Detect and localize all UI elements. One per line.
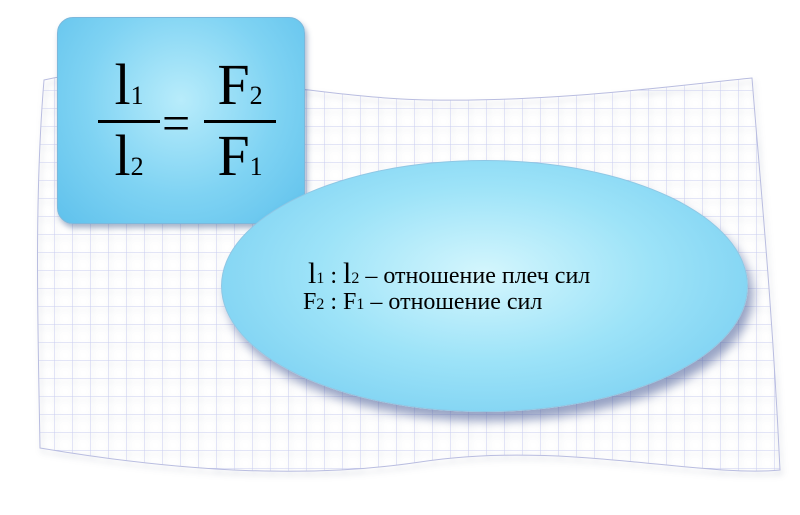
ratio-separator: : <box>324 263 344 289</box>
fraction-bar <box>98 120 160 123</box>
subscript: 2 <box>316 296 325 313</box>
legend-line-lever-arms: l1 : l2 – отношение плеч сил <box>308 259 590 289</box>
legend-description: – отношение сил <box>364 289 543 315</box>
subscript: 1 <box>356 296 365 313</box>
symbol-f: F <box>217 52 250 117</box>
symbol-l: l <box>343 257 352 290</box>
subscript: 2 <box>130 152 144 181</box>
legend-ellipse: l1 : l2 – отношение плеч сил F2 : F1 – о… <box>221 160 748 412</box>
legend-description: – отношение плеч сил <box>359 263 591 289</box>
symbol-f: F <box>217 123 250 188</box>
symbol-f: F <box>303 289 317 315</box>
subscript: 1 <box>249 152 263 181</box>
subscript: 1 <box>316 270 325 287</box>
ratio-separator: : <box>324 289 344 315</box>
equals-sign: = <box>162 95 191 151</box>
subscript: 1 <box>130 81 144 110</box>
fraction-bar <box>204 120 276 123</box>
subscript: 2 <box>249 81 263 110</box>
legend-line-forces: F2 : F1 – отношение сил <box>303 290 542 314</box>
symbol-l: l <box>114 52 131 117</box>
subscript: 2 <box>351 270 360 287</box>
symbol-l: l <box>308 257 317 290</box>
symbol-l: l <box>114 123 131 188</box>
symbol-f: F <box>343 289 357 315</box>
